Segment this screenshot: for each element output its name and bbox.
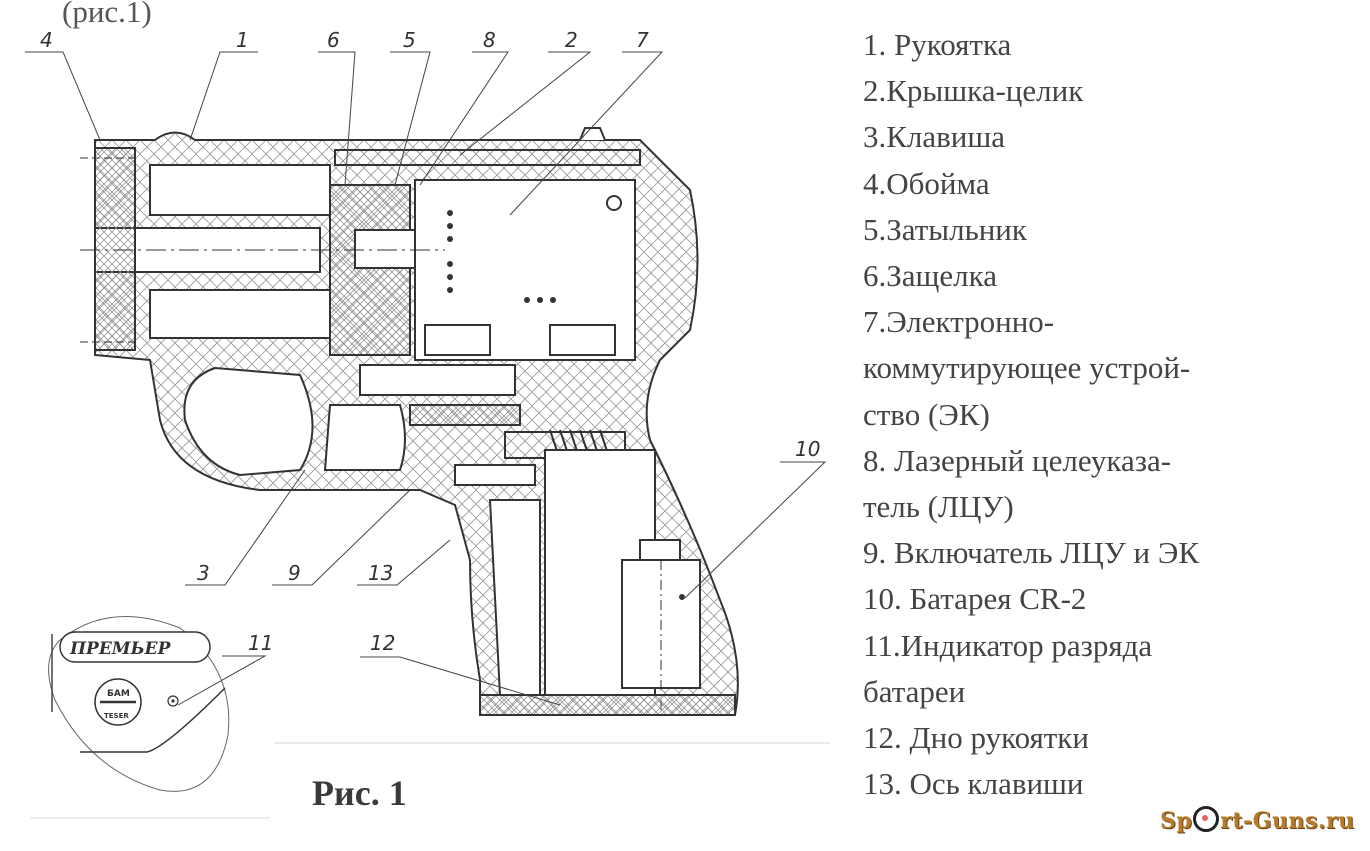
site-watermark: Sp rt-Guns.ru bbox=[1160, 806, 1355, 834]
pistol-body-outline bbox=[80, 127, 739, 716]
legend-item-1: 1. Рукоятка bbox=[863, 27, 1012, 62]
watermark-prefix: Sp bbox=[1160, 808, 1193, 834]
parts-legend: 1. Рукоятка 2.Крышка-целик 3.Клавиша 4.О… bbox=[863, 22, 1363, 807]
callout-4: 4 bbox=[40, 28, 53, 52]
legend-item-7: 7.Электронно- коммутирующее устрой- ство… bbox=[863, 304, 1191, 432]
watermark-suffix: rt-Guns.ru bbox=[1220, 808, 1355, 834]
indicator-detail-inset: ПРЕМЬЕР БАМ TESER bbox=[48, 615, 230, 792]
legend-item-6: 6.Защелка bbox=[863, 258, 997, 294]
callout-6: 6 bbox=[327, 28, 340, 52]
callout-12: 12 bbox=[370, 631, 395, 655]
figure-caption: Рис. 1 bbox=[312, 773, 407, 813]
emblem-bottom-text: TESER bbox=[104, 712, 129, 720]
callout-numbers: 4 1 6 5 8 2 7 3 9 13 10 11 12 bbox=[40, 28, 820, 655]
callout-9: 9 bbox=[288, 561, 301, 585]
callout-13: 13 bbox=[368, 561, 393, 585]
emblem-top-text: БАМ bbox=[107, 689, 130, 699]
legend-item-4: 4.Обойма bbox=[863, 165, 990, 201]
legend-item-11: 11.Индикатор разряда батареи bbox=[863, 627, 1153, 709]
callout-1: 1 bbox=[236, 28, 249, 52]
legend-item-8: 8. Лазерный целеуказа- тель (ЛЦУ) bbox=[863, 442, 1172, 525]
legend-item-5: 5.Затыльник bbox=[863, 211, 1027, 247]
legend-item-12: 12. Дно рукоятки bbox=[863, 720, 1089, 756]
legend-item-9: 9. Включатель ЛЦУ и ЭК bbox=[863, 535, 1199, 571]
callout-leader-lines bbox=[25, 51, 830, 819]
callout-8: 8 bbox=[483, 28, 496, 52]
legend-item-2: 2.Крышка-целик bbox=[863, 73, 1084, 109]
crosshair-target-icon bbox=[1193, 806, 1220, 832]
callout-11: 11 bbox=[248, 631, 273, 655]
figure-reference: (рис.1) bbox=[62, 0, 152, 29]
legend-item-3: 3.Клавиша bbox=[863, 119, 1006, 155]
callout-5: 5 bbox=[403, 28, 416, 52]
legend-item-13: 13. Ось клавиши bbox=[863, 766, 1084, 802]
callout-3: 3 bbox=[197, 561, 210, 585]
premier-badge-text: ПРЕМЬЕР bbox=[69, 639, 172, 659]
legend-item-10: 10. Батарея CR-2 bbox=[863, 581, 1087, 617]
callout-2: 2 bbox=[565, 28, 578, 52]
callout-10: 10 bbox=[795, 437, 820, 461]
callout-7: 7 bbox=[636, 28, 649, 52]
